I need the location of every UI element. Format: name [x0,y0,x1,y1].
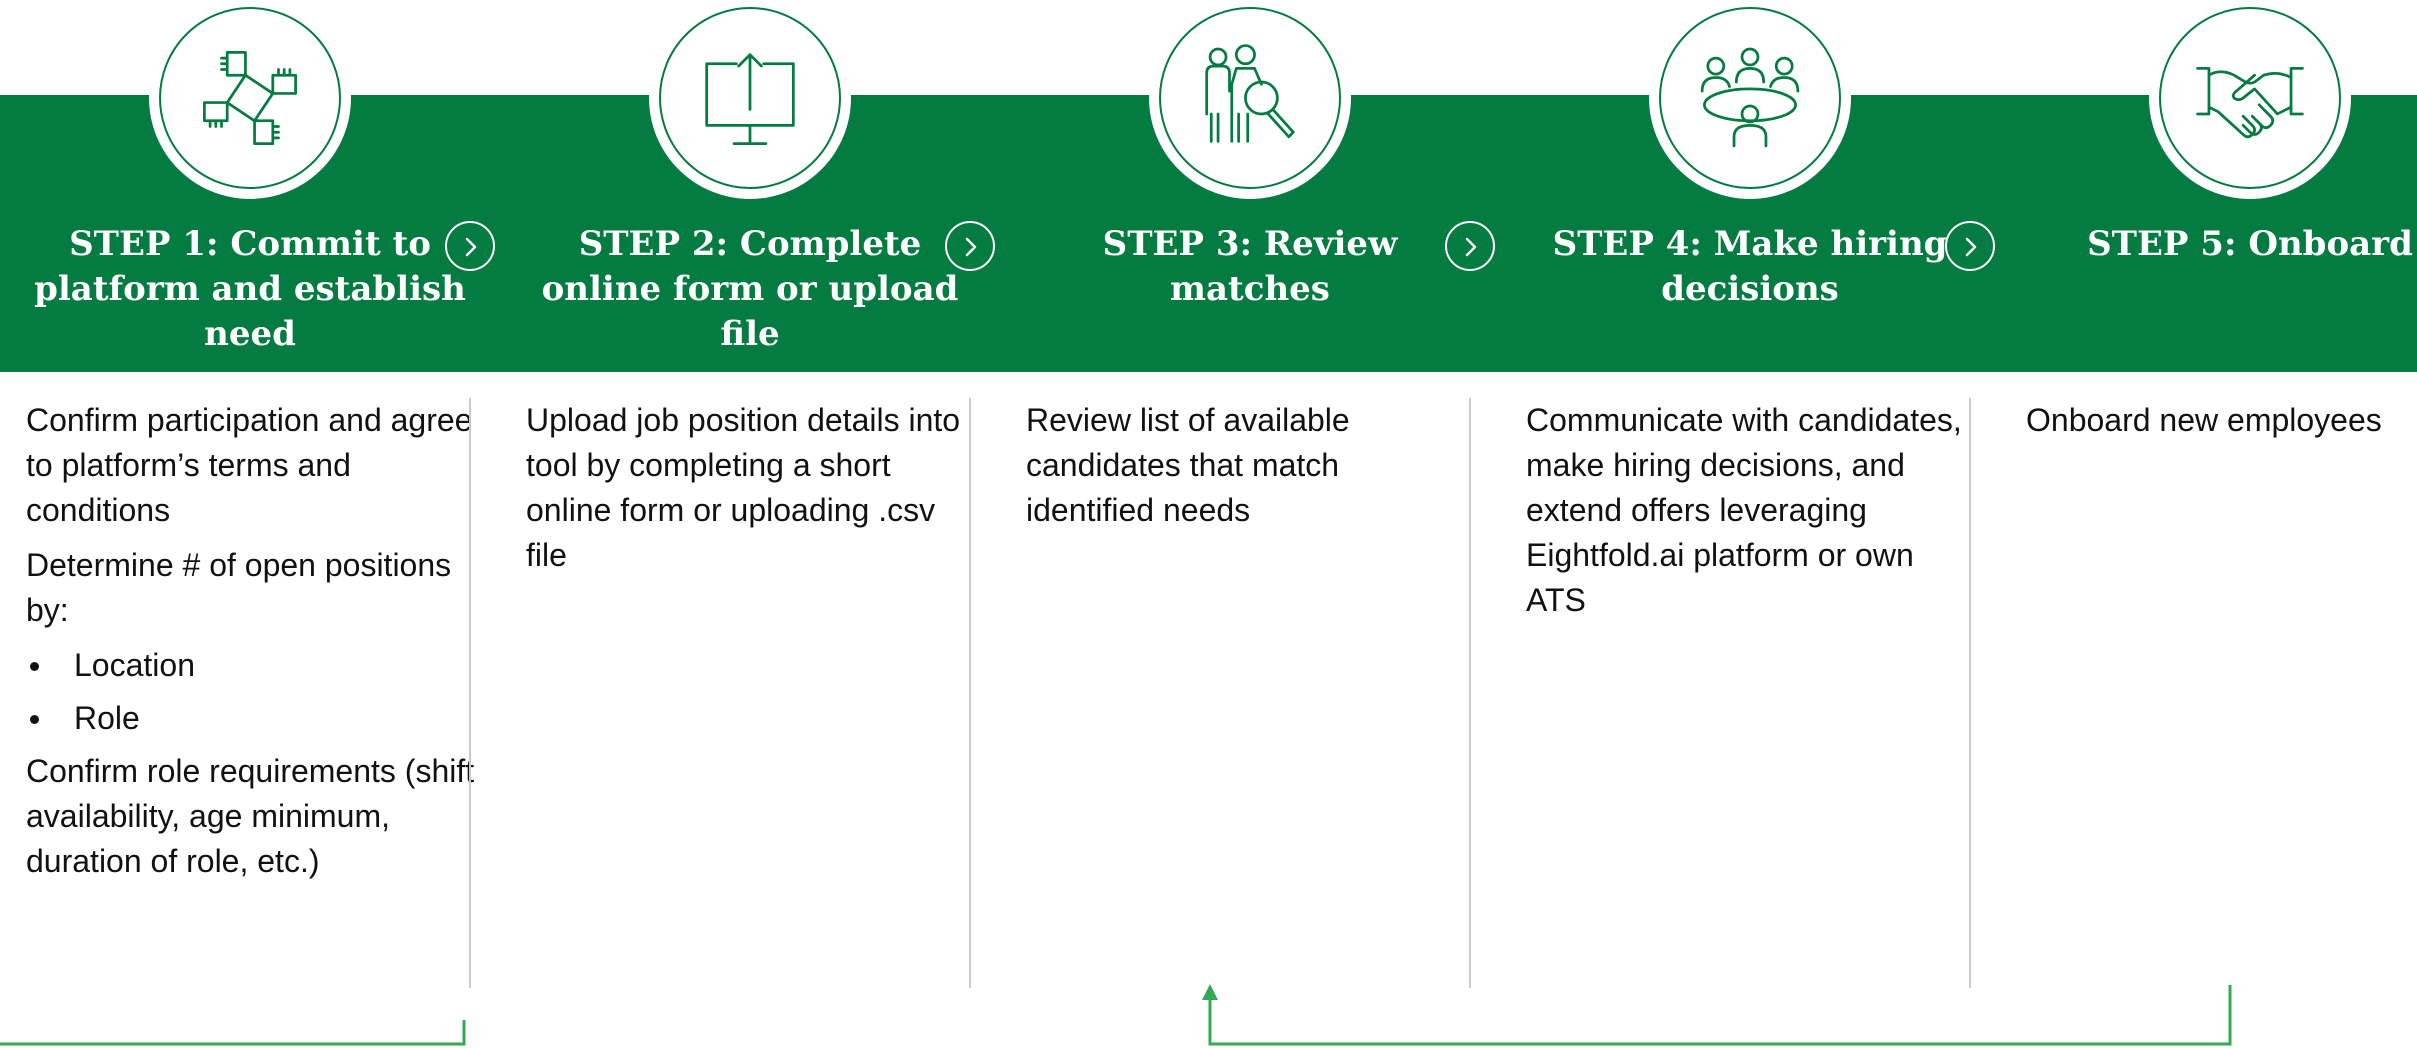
step-5-description: Onboard new employees [2026,398,2417,453]
step-1-description: Confirm participation and agree to platf… [26,398,476,894]
step-2-text: Upload job position details into tool by… [526,402,961,573]
step-2: STEP 2: Complete online form or upload f… [500,0,1000,1048]
column-divider [1969,398,1971,988]
step-1-text-positions: Determine # of open positions by: [26,547,452,628]
upload-monitor-icon [705,53,795,145]
column-divider [469,398,471,988]
chevron-right-icon [1965,237,1977,257]
column-divider [1469,398,1471,988]
next-step-arrow-4 [1945,221,1995,271]
step-3-title: STEP 3: Review matches [1102,224,1398,309]
people-search-icon [1205,44,1295,143]
step-3-description: Review list of available candidates that… [1026,398,1476,543]
step-3-text: Review list of available candidates that… [1026,402,1350,528]
step-4: STEP 4: Make hiring decisions Communicat… [1500,0,2000,1048]
chevron-right-icon [965,237,977,257]
step-1-text-requirements: Confirm role requirements (shift availab… [26,753,475,879]
step-1-bullet-list: Location Role [26,643,476,741]
step-1-title: STEP 1: Commit to platform and establish… [34,224,466,354]
step-5: STEP 5: Onboard Onboard new employees [2000,0,2417,1048]
next-step-arrow-2 [945,221,995,271]
step-5-text: Onboard new employees [2026,402,2382,438]
meeting-table-icon [1700,47,1800,148]
step-2-icon-badge [649,0,851,199]
step-2-title: STEP 2: Complete online form or upload f… [541,224,959,354]
list-item: Location [26,643,476,688]
list-item: Role [26,696,476,741]
step-4-icon-badge [1649,0,1851,199]
step-3-icon-badge [1149,0,1351,199]
step-1-text-participation: Confirm participation and agree to platf… [26,402,473,528]
step-3: STEP 3: Review matches Review list of av… [1000,0,1500,1048]
step-4-text: Communicate with candidates, make hiring… [1526,402,1962,618]
step-2-description: Upload job position details into tool by… [526,398,976,588]
next-step-arrow-3 [1445,221,1495,271]
chevron-right-icon [1465,237,1477,257]
step-1-icon-badge [149,0,351,199]
linked-hands-icon [203,51,297,145]
handshake-icon [2196,66,2304,139]
step-1: STEP 1: Commit to platform and establish… [0,0,500,1048]
column-divider [969,398,971,988]
step-5-title: STEP 5: Onboard [2087,224,2413,264]
step-4-title: STEP 4: Make hiring decisions [1552,224,1948,309]
step-5-icon-badge [2149,0,2351,199]
chevron-right-icon [465,237,477,257]
step-4-description: Communicate with candidates, make hiring… [1526,398,1976,633]
next-step-arrow-1 [445,221,495,271]
